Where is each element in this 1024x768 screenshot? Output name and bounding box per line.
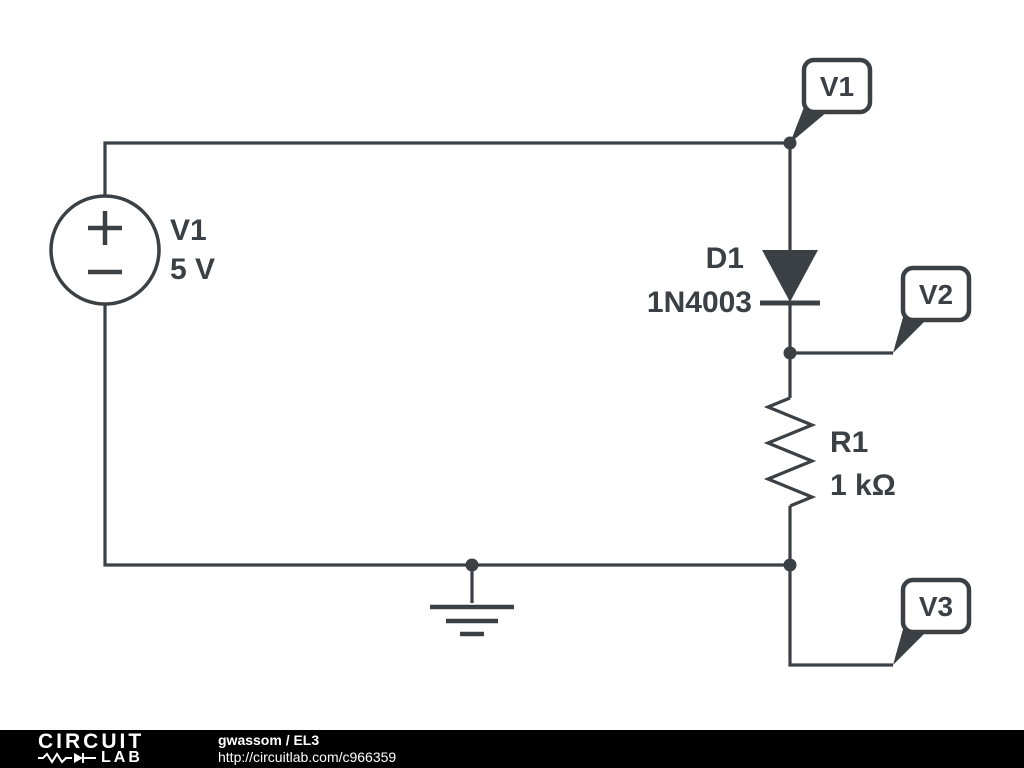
probe-label: V2: [919, 279, 953, 310]
resistor-value-label: 1 kΩ: [830, 469, 896, 502]
probe-box: [900, 577, 972, 635]
wires: [103, 141, 893, 667]
ground-symbol[interactable]: [430, 604, 514, 637]
source-ref-label: V1: [170, 214, 207, 247]
wire-bottom: [103, 304, 790, 567]
circuit-url[interactable]: http://circuitlab.com/c966359: [218, 749, 397, 765]
probe-box: [801, 57, 873, 115]
wire-top: [103, 141, 790, 196]
diode-ref-label: D1: [706, 242, 744, 275]
probe-label: V3: [919, 591, 953, 622]
probe-box: [900, 265, 972, 323]
node-dot: [783, 346, 797, 360]
resistor-ref-label: R1: [830, 426, 868, 459]
logo-text-lab: LAB: [101, 749, 143, 766]
logo-text-circuit: CIRCUIT: [38, 730, 145, 753]
schematic-canvas: V1 5 V D1 1N4003 R1 1 kΩ V1: [49, 57, 972, 667]
wire-probe-v3-stub: [788, 565, 893, 667]
resistor-zigzag: [763, 396, 817, 508]
probe-label: V1: [820, 71, 854, 102]
voltage-source-circle: [49, 194, 161, 306]
diode-d1[interactable]: D1 1N4003: [647, 242, 820, 319]
probe-v1[interactable]: V1: [790, 57, 873, 143]
probe-v2[interactable]: V2: [893, 265, 972, 353]
diode-value-label: 1N4003: [647, 286, 752, 319]
circuitlab-logo: CIRCUIT LAB: [38, 730, 145, 766]
footer-bar: CIRCUIT LAB gwassom / EL3 http://circuit…: [0, 730, 1024, 768]
junction-nodes: [465, 136, 797, 572]
resistor-r1[interactable]: R1 1 kΩ: [763, 396, 896, 508]
plus-sign-icon: [88, 211, 122, 245]
node-dot: [465, 558, 479, 572]
diode-triangle: [762, 250, 818, 302]
logo-zigzag-icon: [38, 752, 96, 764]
circuit-title: gwassom / EL3: [218, 732, 320, 748]
source-value-label: 5 V: [170, 253, 215, 286]
voltage-source-v1[interactable]: V1 5 V: [49, 194, 215, 306]
node-dot: [783, 558, 797, 572]
probe-v3[interactable]: V3: [893, 577, 972, 665]
